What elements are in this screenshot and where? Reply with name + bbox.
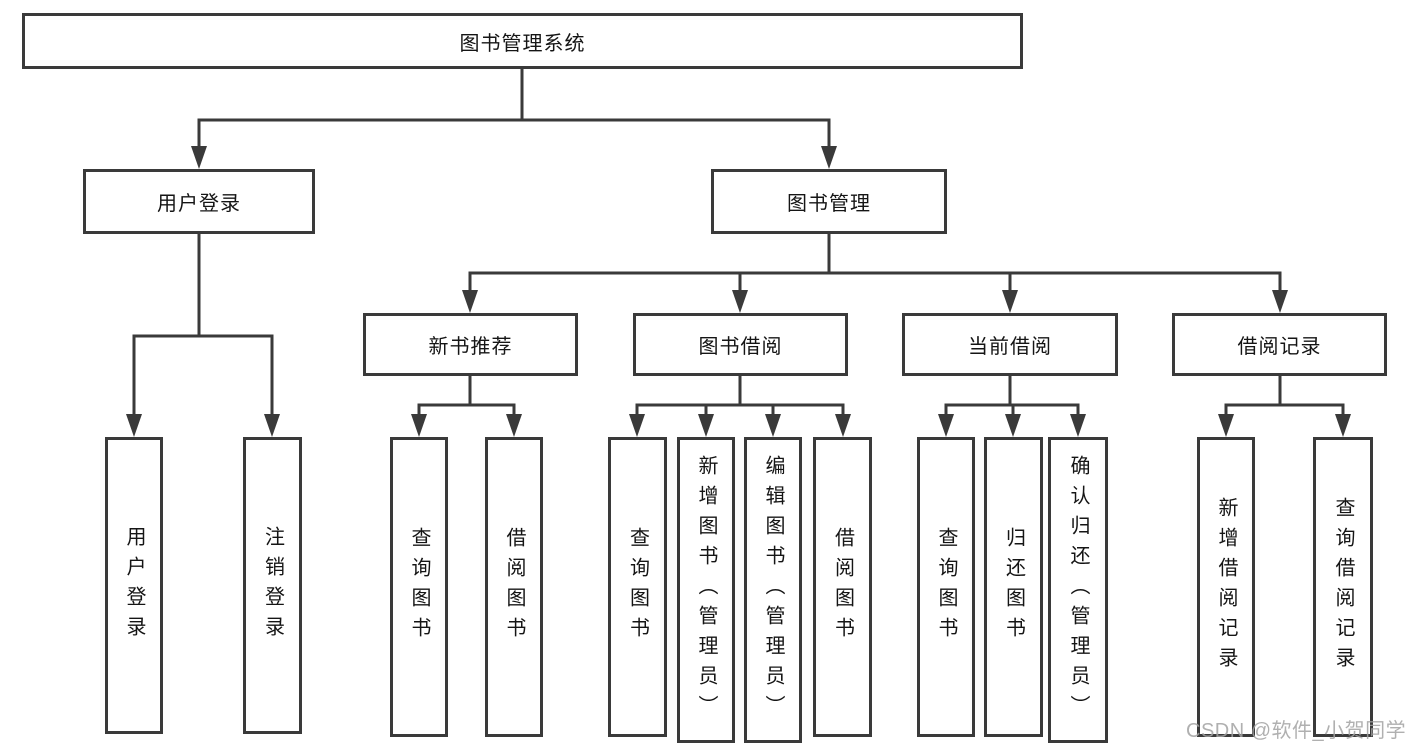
node-book-management-label: 图书管理 (787, 193, 871, 215)
leaf-query-books-recommend-label: 查询图书 (408, 527, 430, 647)
leaf-edit-book-admin-label: 编辑图书（管理员） (762, 455, 784, 725)
leaf-query-books-current: 查询图书 (917, 437, 975, 737)
leaf-return-books-label: 归还图书 (1002, 527, 1025, 647)
leaf-query-books-recommend: 查询图书 (390, 437, 448, 737)
leaf-borrow-books-recommend: 借阅图书 (485, 437, 543, 737)
node-book-management: 图书管理 (711, 169, 947, 234)
leaf-return-books: 归还图书 (984, 437, 1043, 737)
node-user-login-branch-label: 用户登录 (157, 193, 241, 215)
node-borrow-records-label: 借阅记录 (1237, 336, 1322, 358)
node-current-borrow-label: 当前借阅 (968, 336, 1052, 358)
leaf-user-login: 用户登录 (105, 437, 163, 734)
leaf-query-borrow-record: 查询借阅记录 (1313, 437, 1373, 737)
leaf-query-borrow-record-label: 查询借阅记录 (1332, 497, 1354, 677)
leaf-query-books-borrow: 查询图书 (608, 437, 667, 737)
node-current-borrow: 当前借阅 (902, 313, 1118, 376)
watermark: CSDN @软件_小贺同学 (1186, 720, 1405, 742)
node-new-book-recommend: 新书推荐 (363, 313, 578, 376)
leaf-add-borrow-record: 新增借阅记录 (1197, 437, 1255, 737)
leaf-edit-book-admin: 编辑图书（管理员） (744, 437, 802, 743)
node-user-login-branch: 用户登录 (83, 169, 315, 234)
node-borrow-records: 借阅记录 (1172, 313, 1387, 376)
node-new-book-recommend-label: 新书推荐 (428, 336, 513, 358)
leaf-logout: 注销登录 (243, 437, 302, 734)
leaf-add-borrow-record-label: 新增借阅记录 (1215, 497, 1237, 677)
arrowhead-icons (126, 146, 1351, 437)
node-book-borrow: 图书借阅 (633, 313, 848, 376)
leaf-borrow-books-label: 借阅图书 (831, 527, 854, 647)
leaf-add-book-admin: 新增图书（管理员） (677, 437, 735, 743)
leaf-confirm-return-admin: 确认归还（管理员） (1048, 437, 1108, 743)
leaf-user-login-label: 用户登录 (123, 525, 145, 646)
node-library-system-label: 图书管理系统 (459, 32, 586, 55)
leaf-logout-label: 注销登录 (261, 525, 284, 646)
leaf-borrow-books-recommend-label: 借阅图书 (503, 527, 525, 647)
node-library-system: 图书管理系统 (22, 13, 1023, 69)
leaf-add-book-admin-label: 新增图书（管理员） (695, 455, 717, 725)
leaf-confirm-return-admin-label: 确认归还（管理员） (1067, 455, 1089, 725)
leaf-query-books-borrow-label: 查询图书 (626, 527, 649, 647)
node-book-borrow-label: 图书借阅 (698, 336, 783, 358)
leaf-borrow-books: 借阅图书 (813, 437, 872, 737)
leaf-query-books-current-label: 查询图书 (935, 527, 957, 647)
